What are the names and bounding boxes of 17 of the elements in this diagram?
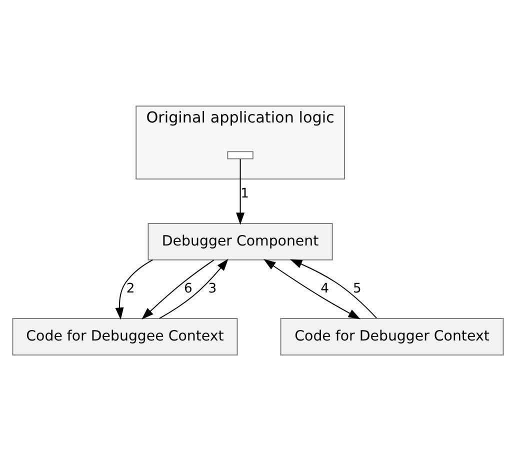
node-box: [227, 151, 254, 160]
node-box: Code for Debuggee Context: [12, 318, 238, 356]
edge-label: 1: [240, 186, 250, 202]
arrow: [290, 259, 377, 318]
arrow: [142, 260, 214, 320]
node-box: Debugger Component: [148, 222, 333, 260]
arrow: [264, 259, 360, 320]
arrow: [159, 258, 228, 319]
edge-label: 5: [352, 282, 362, 297]
edge-label: 3: [208, 282, 217, 297]
cluster: Original application logic: [136, 106, 345, 180]
edge-label: 6: [184, 282, 192, 297]
node-box: Code for Debugger Context: [280, 318, 504, 356]
edge-label: 4: [320, 282, 329, 297]
arrow: [115, 259, 153, 320]
edge-label: 2: [126, 282, 135, 297]
arrow: [236, 159, 245, 225]
